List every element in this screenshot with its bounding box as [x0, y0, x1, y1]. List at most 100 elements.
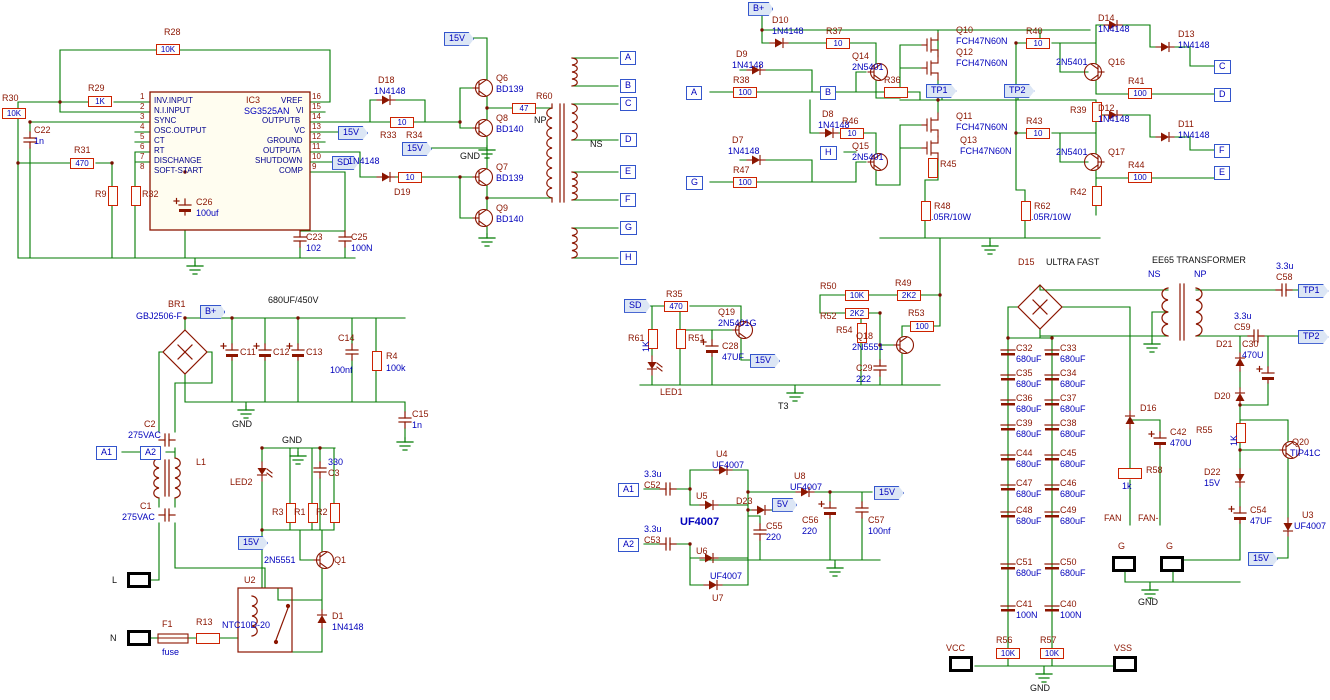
flag-15v-q20[interactable]: 15V [1248, 552, 1279, 566]
r46-box[interactable]: 10 [840, 128, 864, 139]
d15-bridge-icon[interactable] [1017, 284, 1063, 330]
flag-15v-aux[interactable]: 15V [874, 486, 905, 500]
r55-box[interactable] [1236, 423, 1246, 443]
flag-15v-q6[interactable]: 15V [444, 32, 475, 46]
flag-a[interactable]: A [620, 51, 637, 65]
flag-h[interactable]: H [620, 251, 637, 265]
flag-15v-q19[interactable]: 15V [750, 354, 781, 368]
flag-g[interactable]: G [620, 221, 638, 235]
flag-h-in[interactable]: H [820, 146, 837, 160]
flag-b[interactable]: B [620, 79, 637, 93]
flag-tp2[interactable]: TP2 [1004, 84, 1035, 98]
r1-box[interactable] [308, 503, 318, 523]
r49-box[interactable]: 2K2 [897, 290, 921, 301]
flag-b-in[interactable]: B [820, 86, 837, 100]
driver-transformer-symbol[interactable] [546, 57, 578, 259]
flag-bplus-acdc[interactable]: B+ [200, 305, 226, 319]
flag-15v-q7[interactable]: 15V [402, 142, 433, 156]
flag-e[interactable]: E [620, 165, 637, 179]
flag-c[interactable]: C [620, 97, 637, 111]
l-term[interactable] [127, 572, 151, 588]
r37-box[interactable]: 10 [826, 38, 850, 49]
r54-box[interactable] [857, 323, 867, 343]
flag-d-out[interactable]: D [1214, 88, 1231, 102]
ic3-symbol[interactable] [149, 91, 311, 231]
flag-c-out[interactable]: C [1214, 60, 1231, 74]
r41-box[interactable]: 100 [1128, 88, 1152, 99]
r3-box[interactable] [286, 503, 296, 523]
r29-box[interactable]: 1K [88, 96, 112, 107]
vss-term[interactable] [1113, 656, 1137, 672]
r44-box[interactable]: 100 [1128, 172, 1152, 183]
flag-a1-aux[interactable]: A1 [618, 483, 640, 497]
flag-d[interactable]: D [620, 133, 637, 147]
r9-box[interactable] [108, 186, 118, 206]
r31-box[interactable]: 470 [70, 158, 94, 169]
br1-bridge-icon[interactable] [162, 329, 208, 375]
relay-symbol[interactable] [237, 587, 293, 653]
led1-icon[interactable] [646, 355, 663, 376]
r36-box[interactable] [884, 87, 908, 98]
r35-box[interactable]: 470 [664, 301, 688, 312]
r30-box[interactable]: 10K [2, 108, 26, 119]
r39-box[interactable] [1092, 102, 1102, 122]
r56-box[interactable]: 10K [996, 648, 1020, 659]
c38-val: 680uF [1060, 429, 1086, 439]
flag-15v-ic[interactable]: 15V [338, 126, 369, 140]
r33-box[interactable]: 10 [390, 117, 414, 128]
flag-a2-aux[interactable]: A2 [618, 538, 640, 552]
flag-e-out[interactable]: E [1214, 166, 1231, 180]
flag-a2[interactable]: A2 [140, 446, 162, 460]
flag-tp2-right[interactable]: TP2 [1298, 330, 1329, 344]
n-term[interactable] [127, 630, 151, 646]
r52-box[interactable]: 2K2 [845, 308, 869, 319]
g1-term[interactable] [1112, 556, 1136, 572]
c1-ref: C1 [140, 501, 152, 511]
r32-box[interactable] [131, 186, 141, 206]
led2-icon[interactable] [256, 461, 273, 482]
g2-term[interactable] [1160, 556, 1184, 572]
l1-choke-symbol[interactable] [153, 457, 181, 499]
r34-box[interactable]: 10 [398, 172, 422, 183]
flag-tp1[interactable]: TP1 [926, 84, 957, 98]
r50-box[interactable]: 10K [845, 290, 869, 301]
flag-sd-mid[interactable]: SD [624, 299, 651, 313]
r43-box[interactable]: 10 [1026, 128, 1050, 139]
r61-box[interactable] [648, 329, 658, 349]
c33-val: 680uF [1060, 354, 1086, 364]
flag-15v-relay[interactable]: 15V [238, 536, 269, 550]
flag-5v[interactable]: 5V [772, 498, 798, 512]
q20-ref: Q20 [1292, 437, 1310, 447]
flag-bplus-bridge[interactable]: B+ [748, 2, 774, 16]
r51-box[interactable] [676, 329, 686, 349]
r45-box[interactable] [928, 158, 938, 178]
flag-sd-ic[interactable]: SD [332, 156, 359, 170]
r58-box[interactable] [1118, 468, 1142, 479]
flag-a1[interactable]: A1 [96, 446, 118, 460]
r47-box[interactable]: 100 [733, 177, 757, 188]
r39-ref: R39 [1070, 105, 1087, 115]
flag-g-in[interactable]: G [686, 176, 704, 190]
flag-f-out[interactable]: F [1214, 144, 1230, 158]
r48-box[interactable] [921, 201, 931, 221]
r62-box[interactable] [1021, 201, 1031, 221]
r53-box[interactable]: 100 [910, 321, 934, 332]
r34-ref: R34 [406, 130, 423, 140]
r42-box[interactable] [1092, 186, 1102, 206]
c15-val: 1n [412, 420, 423, 430]
flag-a-in[interactable]: A [686, 86, 703, 100]
flag-tp1-right[interactable]: TP1 [1298, 284, 1329, 298]
r57-box[interactable]: 10K [1040, 648, 1064, 659]
r13-box[interactable] [196, 633, 220, 644]
r2-box[interactable] [330, 503, 340, 523]
r4-box[interactable] [372, 351, 382, 371]
vcc-term[interactable] [949, 656, 973, 672]
fuse-symbol[interactable] [157, 633, 189, 644]
r40-box[interactable]: 10 [1026, 38, 1050, 49]
ee65-transformer-symbol[interactable] [1161, 283, 1203, 341]
r28-box[interactable]: 10K [156, 44, 180, 55]
r60-box[interactable]: 47 [512, 103, 536, 114]
r38-box[interactable]: 100 [733, 87, 757, 98]
flag-f[interactable]: F [620, 193, 636, 207]
